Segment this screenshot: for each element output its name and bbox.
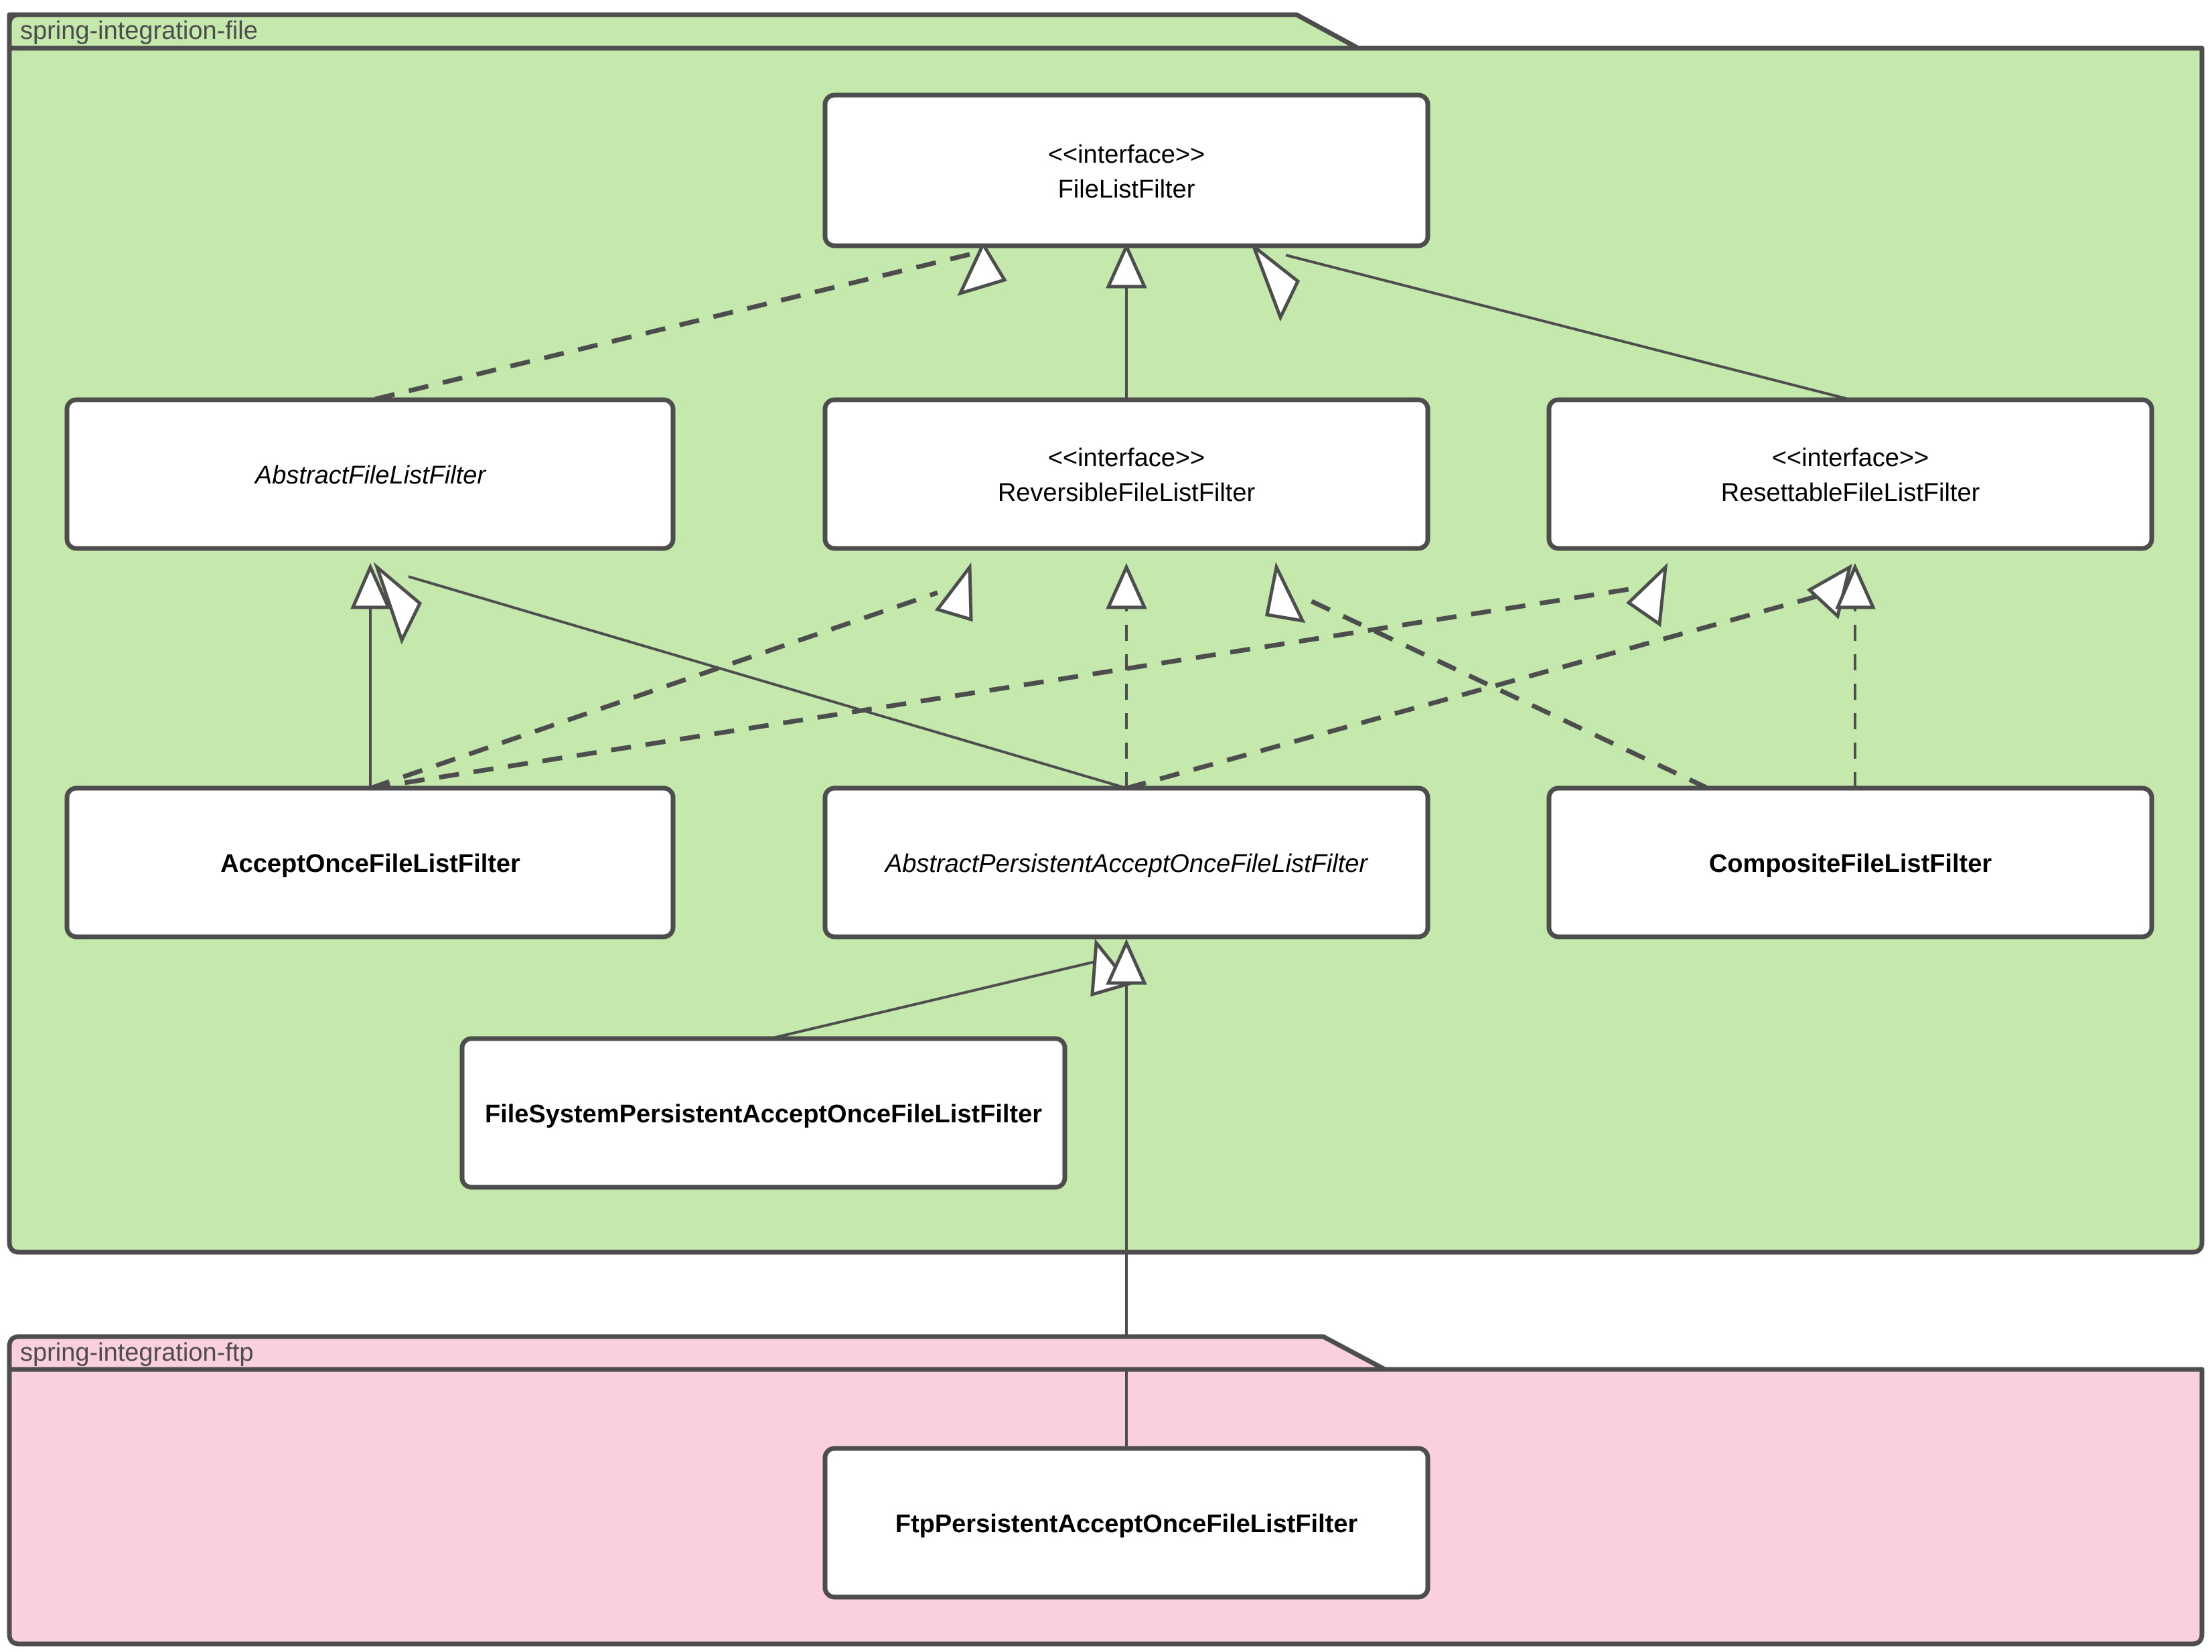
class-rect [64, 397, 676, 551]
edge-abstractpersistent-to-abstractfilelistfilter [373, 562, 1127, 790]
class-stereotype-resettablefilelistfilter: <<interface>> [1772, 444, 1929, 472]
edge-acceptonce-to-resettable [370, 562, 1668, 791]
class-stereotype-reversiblefilelistfilter: <<interface>> [1048, 444, 1205, 472]
class-rect [1546, 785, 2154, 940]
class-box-acceptoncefilelistfilter[interactable]: AcceptOnceFileListFilter [64, 785, 676, 940]
class-name-compositefilelistfilter: CompositeFileListFilter [1709, 850, 1992, 878]
class-name-filesystempersistentacceptoncefilelistfilter: FileSystemPersistentAcceptOnceFileListFi… [485, 1100, 1042, 1128]
class-stereotype-filelistfilter: <<interface>> [1048, 141, 1205, 169]
class-name-filelistfilter: FileListFilter [1058, 175, 1195, 204]
class-name-resettablefilelistfilter: ResettableFileListFilter [1721, 479, 1980, 507]
edge-composite-to-reversible [1265, 562, 1709, 791]
class-name-reversiblefilelistfilter: ReversibleFileListFilter [998, 479, 1256, 507]
package-ftp-tab [7, 1334, 1388, 1372]
package-ftp-label: spring-integration-ftp [20, 1339, 254, 1367]
class-rect [822, 1446, 1430, 1600]
class-box-abstractfilelistfilter[interactable]: AbstractFileListFilter [64, 397, 676, 551]
class-box-compositefilelistfilter[interactable]: CompositeFileListFilter [1546, 785, 2154, 940]
class-rect [1546, 397, 2154, 551]
class-box-reversiblefilelistfilter[interactable]: <<interface>> ReversibleFileListFilter [822, 397, 1430, 551]
class-box-filesystempersistentacceptoncefilelistfilter[interactable]: FileSystemPersistentAcceptOnceFileListFi… [459, 1036, 1067, 1190]
class-name-ftppersistentacceptoncefilelistfilter: FtpPersistentAcceptOnceFileListFilter [895, 1510, 1358, 1538]
edge-abstractpersistent-to-reversible [1106, 562, 1147, 788]
class-box-abstractpersistentacceptoncefilelistfilter[interactable]: AbstractPersistentAcceptOnceFileListFilt… [822, 785, 1430, 940]
edge-resettablefilelistfilter-to-filelistfilter [1250, 241, 1849, 400]
package-file-tab-outline [7, 12, 1361, 51]
package-file-label: spring-integration-file [20, 17, 258, 45]
edge-composite-to-resettable [1835, 562, 1876, 788]
class-box-filelistfilter[interactable]: <<interface>> FileListFilter [822, 92, 1430, 248]
class-box-resettablefilelistfilter[interactable]: <<interface>> ResettableFileListFilter [1546, 397, 2154, 551]
class-box-ftppersistentacceptoncefilelistfilter[interactable]: FtpPersistentAcceptOnceFileListFilter [822, 1446, 1430, 1600]
class-name-acceptoncefilelistfilter: AcceptOnceFileListFilter [220, 850, 520, 878]
edge-acceptonce-to-reversible [369, 562, 973, 791]
class-rect [822, 397, 1430, 551]
class-name-abstractfilelistfilter: AbstractFileListFilter [254, 461, 487, 490]
class-rect [64, 785, 676, 940]
edge-abstractfilelistfilter-to-filelistfilter [374, 240, 1007, 402]
class-rect [822, 785, 1430, 940]
edge-acceptonce-to-abstractfilelistfilter [350, 562, 391, 788]
class-rect [822, 92, 1430, 248]
class-name-abstractpersistentacceptoncefilelistfilter: AbstractPersistentAcceptOnceFileListFilt… [884, 850, 1368, 878]
edge-reversiblefilelistfilter-to-filelistfilter [1106, 242, 1147, 399]
class-rect [459, 1036, 1067, 1190]
